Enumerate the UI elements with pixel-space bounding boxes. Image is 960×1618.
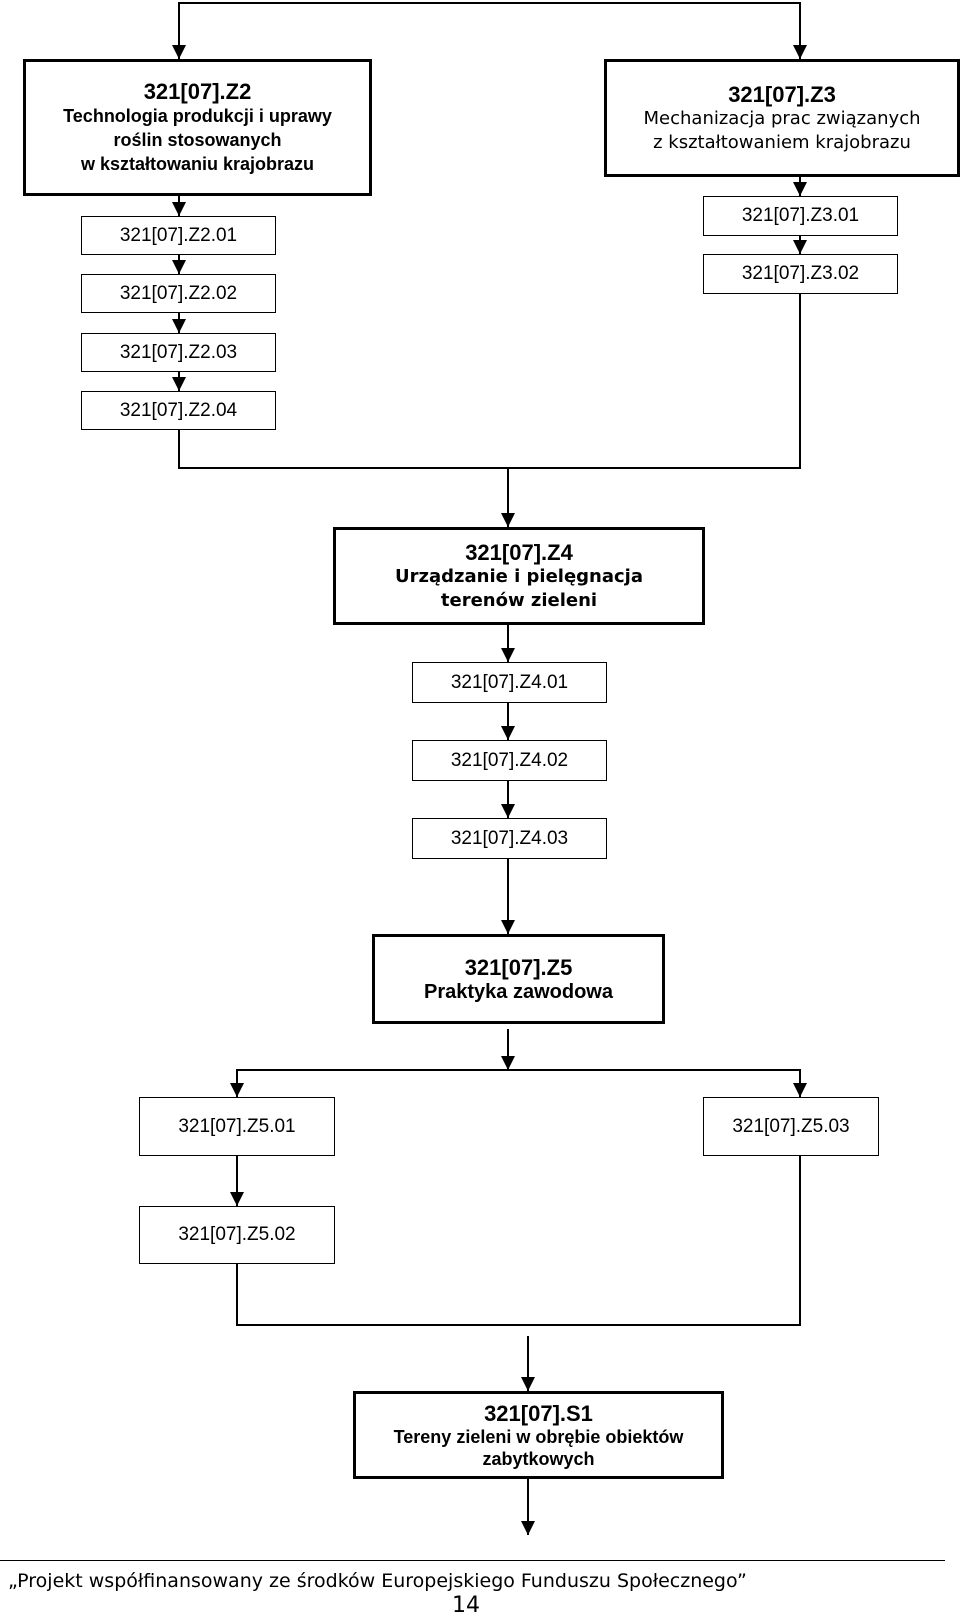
module-z4-title-line1: Urządzanie i pielęgnacja [395,565,643,587]
connector-z5-left [236,1069,807,1097]
unit-z3-01: 321[07].Z3.01 [703,196,898,236]
module-z5-title-line1: Praktyka zawodowa [424,980,613,1003]
module-s1-box: 321[07].S1 Tereny zieleni w obrębie obie… [353,1391,724,1479]
unit-z3-01-label: 321[07].Z3.01 [741,205,860,226]
unit-z2-03-label: 321[07].Z2.03 [119,341,238,363]
unit-z2-01-label: 321[07].Z2.01 [119,224,238,246]
unit-z2-04: 321[07].Z2.04 [81,391,276,430]
module-z2-title-line1: Technologia produkcji i uprawy [63,106,332,126]
connector-merge-z5 [236,1156,801,1326]
module-z3-title-line1: Mechanizacja prac związanych [643,107,921,129]
unit-z4-02-label: 321[07].Z4.02 [450,749,569,771]
unit-z5-03-label: 321[07].Z5.03 [732,1115,850,1137]
unit-z4-03-label: 321[07].Z4.03 [450,827,569,849]
unit-z5-02: 321[07].Z5.02 [139,1206,335,1264]
module-z3-code: 321[07].Z3 [728,81,836,107]
unit-z4-01-label: 321[07].Z4.01 [450,671,569,693]
unit-z3-02: 321[07].Z3.02 [703,254,898,294]
unit-z5-02-label: 321[07].Z5.02 [178,1224,296,1245]
unit-z2-02-label: 321[07].Z2.02 [119,282,238,304]
module-z4-title-line2: terenów zieleni [440,589,598,611]
unit-z2-01: 321[07].Z2.01 [81,216,276,255]
unit-z5-03: 321[07].Z5.03 [703,1097,879,1156]
module-z2-title-line3: w kształtowaniu krajobrazu [80,154,315,174]
module-z5-box: 321[07].Z5 Praktyka zawodowa [372,934,665,1024]
unit-z2-02: 321[07].Z2.02 [81,274,276,313]
unit-z4-01: 321[07].Z4.01 [412,662,607,703]
module-z2-title-line2: roślin stosowanych [113,130,282,150]
connector-merge-z2-z3 [178,294,801,469]
module-z2-box: 321[07].Z2 Technologia produkcji i upraw… [23,59,372,196]
module-s1-title-line2: zabytkowych [482,1448,595,1469]
module-z4-box: 321[07].Z4 Urządzanie i pielęgnacja tere… [333,527,705,625]
module-z4-code: 321[07].Z4 [465,539,573,565]
unit-z4-03: 321[07].Z4.03 [412,818,607,859]
page-number: 14 [452,1593,480,1618]
unit-z5-01-label: 321[07].Z5.01 [178,1115,296,1137]
unit-z2-04-label: 321[07].Z2.04 [119,399,238,421]
unit-z5-01: 321[07].Z5.01 [139,1097,335,1156]
connector-top-frame [178,2,807,59]
module-s1-title-line1: Tereny zieleni w obrębie obiektów [393,1426,684,1447]
footer-text: „Projekt współfinansowany ze środków Eur… [8,1570,747,1592]
unit-z4-02: 321[07].Z4.02 [412,740,607,781]
module-z3-box: 321[07].Z3 Mechanizacja prac związanych … [604,59,960,177]
module-z2-code: 321[07].Z2 [143,79,252,104]
unit-z2-03: 321[07].Z2.03 [81,333,276,372]
module-z5-code: 321[07].Z5 [464,954,573,980]
footer-divider [0,1560,945,1561]
unit-z3-02-label: 321[07].Z3.02 [741,263,860,284]
module-z3-title-line2: z kształtowaniem krajobrazu [653,131,911,153]
module-s1-code: 321[07].S1 [484,1400,593,1426]
